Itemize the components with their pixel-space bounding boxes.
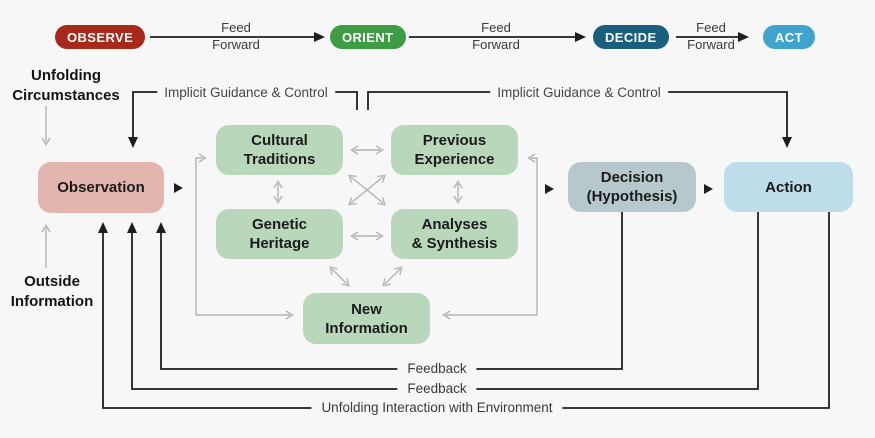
feedback-label-bottom: Feedback	[397, 381, 477, 397]
observation-box: Observation	[38, 162, 164, 213]
orient-badge: ORIENT	[330, 25, 406, 49]
feedback-label-top: Feedback	[397, 361, 477, 377]
new-information-box: New Information	[303, 293, 430, 344]
implicit-guidance-left-label: Implicit Guidance & Control	[157, 84, 335, 101]
flow-arrow-orient-to-decision	[545, 184, 554, 194]
decision-box: Decision (Hypothesis)	[568, 162, 696, 212]
newinfo-previous-loop-up	[527, 153, 538, 315]
analyses-newinfo-link	[382, 266, 403, 287]
analyses-synthesis-box: Analyses & Synthesis	[391, 209, 518, 259]
outside-information-label: Outside Information	[10, 273, 94, 310]
unfolding-circumstances-label: Unfolding Circumstances	[12, 67, 120, 104]
newinfo-cultural-loop-up	[195, 153, 207, 315]
feed-forward-label-3: Feed Forward	[687, 20, 735, 52]
environment-interaction-label: Unfolding Interaction with Environment	[311, 400, 563, 416]
feed-forward-label-1: Feed Forward	[212, 20, 260, 52]
genetic-heritage-box: Genetic Heritage	[216, 209, 343, 259]
flow-arrow-decision-to-action	[704, 184, 713, 194]
observe-badge: OBSERVE	[55, 25, 146, 49]
decide-badge: DECIDE	[593, 25, 669, 49]
previous-experience-box: Previous Experience	[391, 125, 518, 175]
action-box: Action	[724, 162, 853, 212]
feed-forward-label-2: Feed Forward	[472, 20, 520, 52]
flow-arrow-observation-to-orient	[174, 183, 183, 193]
act-badge: ACT	[763, 25, 815, 49]
cultural-traditions-box: Cultural Traditions	[216, 125, 343, 175]
implicit-guidance-right-label: Implicit Guidance & Control	[490, 84, 668, 101]
feedback-loop-decision	[156, 212, 623, 370]
cross-link-2	[348, 174, 386, 206]
genetic-newinfo-link	[329, 266, 350, 287]
